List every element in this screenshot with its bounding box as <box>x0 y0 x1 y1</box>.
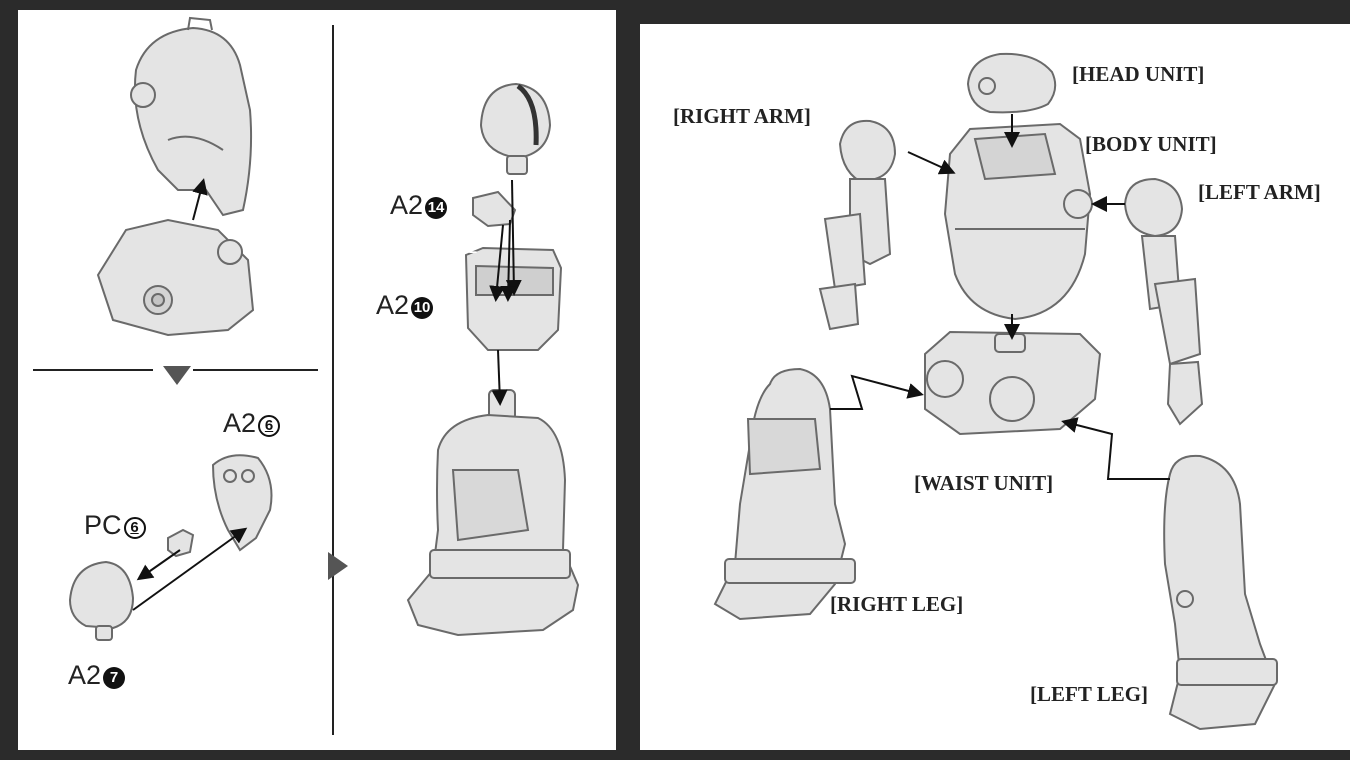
head-unit-part <box>966 52 1057 114</box>
a2-14-piece <box>472 190 517 228</box>
left-arm-part <box>1123 177 1204 426</box>
top-rule-middle <box>298 0 598 2</box>
right-overview-panel: [HEAD UNIT] [RIGHT ARM] [BODY UNIT] [LEF… <box>640 24 1350 750</box>
torso-upper-part <box>130 16 253 217</box>
step-badge-3: 3 <box>523 206 553 236</box>
flow-down-arrow <box>163 366 191 385</box>
right-leg-part <box>713 367 856 621</box>
label-head-unit: [HEAD UNIT] <box>1072 62 1205 86</box>
polycap-part <box>167 528 195 558</box>
assembly-arrows <box>132 178 522 611</box>
label-right-leg: [RIGHT LEG] <box>830 592 964 616</box>
label-left-arm: [LEFT ARM] <box>1198 180 1321 204</box>
right-arm-part <box>818 119 897 331</box>
label-left-leg: [LEFT LEG] <box>1030 682 1149 706</box>
overview-arrows <box>830 114 1170 480</box>
step-badge-2: 2 <box>458 234 488 264</box>
exploded-overview-illustration <box>713 52 1278 731</box>
step-badge-1: 1 <box>461 357 491 387</box>
head-shell-part <box>211 454 273 552</box>
waist-base-part <box>96 218 255 337</box>
left-assembly-illustration <box>33 16 580 735</box>
flow-right-arrow <box>328 552 348 580</box>
label-waist-unit: [WAIST UNIT] <box>914 471 1054 495</box>
label-body-unit: [BODY UNIT] <box>1085 132 1217 156</box>
waist-unit-part <box>924 330 1102 436</box>
top-rule-left <box>18 0 286 2</box>
body-torso-part <box>406 389 580 637</box>
body-unit-part <box>943 122 1093 321</box>
label-right-arm: [RIGHT ARM] <box>673 104 811 128</box>
neck-ball-part <box>479 82 552 175</box>
left-leg-part <box>1163 454 1278 731</box>
head-ball-part <box>68 560 135 641</box>
